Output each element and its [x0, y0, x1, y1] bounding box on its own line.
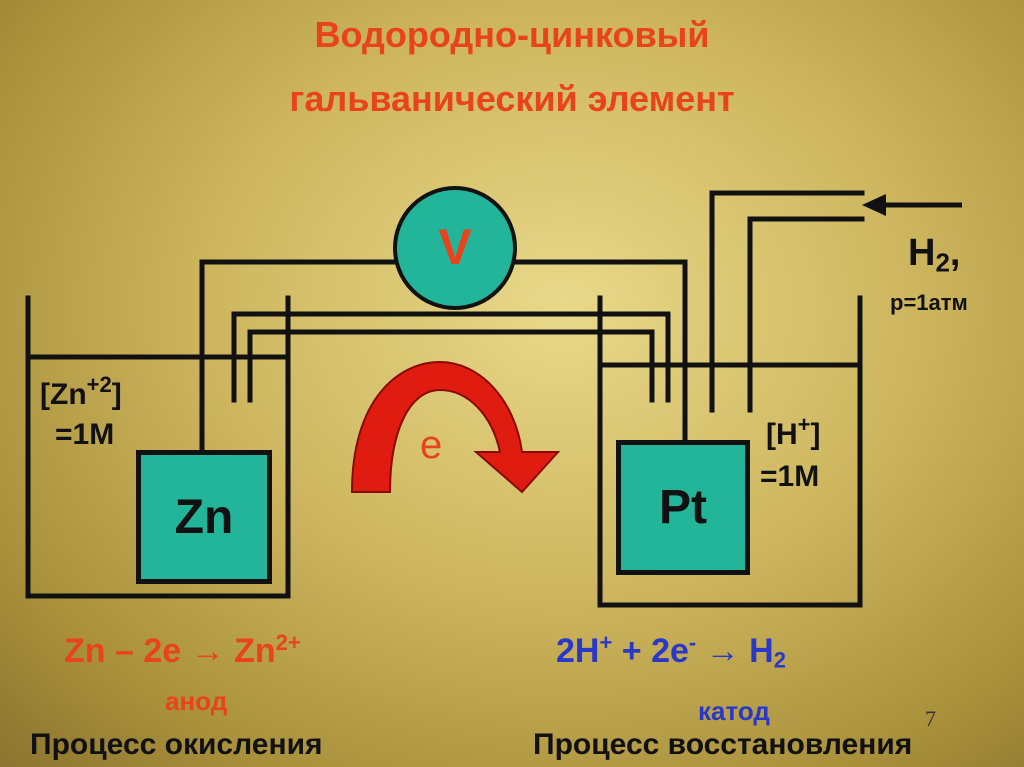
- h-conc-charge: +: [797, 412, 811, 437]
- pt-electrode: Pt: [616, 440, 750, 575]
- cathode-reaction-arrow: →: [705, 632, 740, 671]
- gas-tube-inner: [747, 216, 865, 413]
- title-line-2: гальванический элемент: [289, 78, 735, 119]
- h-conc-bracket: ]: [810, 418, 821, 452]
- cathode-reaction-electrons: + 2e: [612, 632, 689, 671]
- wire-voltmeter-pt: [509, 259, 688, 448]
- voltmeter-circle: [393, 186, 517, 310]
- cathode-reaction-electron-charge: -: [688, 630, 697, 655]
- zn-conc-bracket: ]: [111, 378, 122, 412]
- right-beaker: [597, 295, 863, 608]
- left-beaker: [25, 295, 291, 599]
- salt-bridge-outer: [231, 311, 671, 403]
- h2-formula: H2,: [908, 232, 960, 279]
- pt-electrode-label: Pt: [659, 481, 707, 534]
- zn-conc-text: [Zn: [40, 378, 87, 412]
- h2-comma: ,: [949, 232, 961, 274]
- h-concentration: [H+]: [766, 412, 821, 452]
- h2-pressure: p=1атм: [890, 290, 968, 315]
- salt-bridge-inner: [247, 329, 655, 403]
- anode-reaction: Zn – 2e → Zn2+: [64, 630, 301, 671]
- title-line-1: Водородно-цинковый: [314, 14, 710, 55]
- h-conc-text: [H: [766, 418, 798, 452]
- zn-concentration-value: =1M: [55, 418, 115, 451]
- reduction-process-label: Процесс восстановления: [533, 728, 913, 761]
- zn-concentration: [Zn+2]: [40, 372, 122, 412]
- h2-symbol: H: [908, 232, 936, 274]
- anode-reaction-arrow: →: [190, 632, 225, 671]
- anode-label: анод: [165, 686, 228, 716]
- h-concentration-value: =1M: [760, 460, 820, 493]
- oxidation-process-label: Процесс окисления: [30, 728, 323, 761]
- cathode-reaction: 2H+ + 2e- → H2: [556, 630, 786, 674]
- gas-tube-outer: [709, 190, 865, 413]
- anode-reaction-rhs: Zn: [234, 632, 276, 671]
- wire-zn-voltmeter: [199, 259, 401, 455]
- gas-inlet-arrow-head: [862, 194, 886, 216]
- anode-reaction-charge: 2+: [275, 630, 301, 655]
- cathode-reaction-h: 2H: [556, 632, 600, 671]
- electron-flow-arrow: [350, 360, 561, 494]
- cathode-reaction-subscript: 2: [773, 647, 786, 673]
- page-number: 7: [925, 706, 936, 731]
- h2-subscript: 2: [935, 247, 950, 278]
- zn-conc-charge: +2: [86, 372, 112, 397]
- anode-reaction-lhs: Zn – 2e: [64, 632, 182, 671]
- zn-electrode-label: Zn: [174, 490, 234, 544]
- cathode-reaction-h-charge: +: [599, 630, 613, 655]
- cathode-reaction-rhs: H: [749, 632, 774, 671]
- zn-electrode: Zn: [136, 450, 272, 584]
- cathode-label: катод: [698, 696, 770, 726]
- electron-label: e: [420, 423, 443, 467]
- voltmeter-label: V: [438, 219, 472, 275]
